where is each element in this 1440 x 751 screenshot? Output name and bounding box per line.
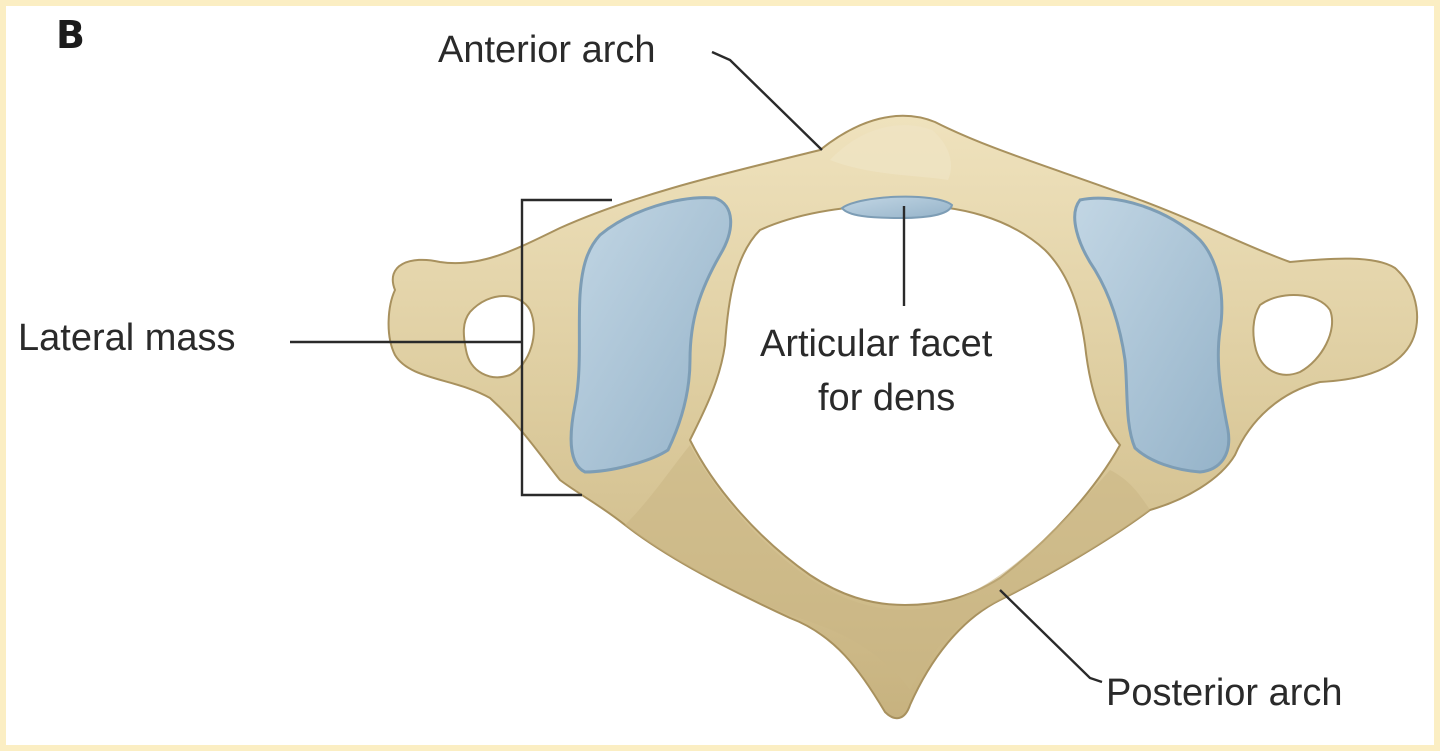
- dens-facet-label-line1: Articular facet: [760, 323, 993, 365]
- posterior-arch-label: Posterior arch: [1106, 672, 1343, 714]
- right-articular-facet: [1073, 196, 1231, 474]
- anterior-arch-label: Anterior arch: [438, 29, 656, 71]
- left-transverse-foramen: [462, 295, 535, 379]
- posterior-arch-leader: [999, 589, 1103, 684]
- panel-letter: B: [56, 13, 85, 57]
- lateral-mass-label: Lateral mass: [18, 317, 236, 359]
- dens-facet-label-line2: for dens: [818, 377, 955, 419]
- lateral-mass-bracket: [520, 198, 612, 497]
- anterior-tubercle: [830, 125, 952, 180]
- right-transverse-foramen: [1252, 294, 1333, 376]
- dens-facet: [840, 195, 954, 220]
- left-articular-facet: [569, 196, 733, 474]
- posterior-arch-shading: [625, 445, 1150, 690]
- anterior-arch-leader: [711, 50, 823, 151]
- atlas-bone: [387, 114, 1419, 720]
